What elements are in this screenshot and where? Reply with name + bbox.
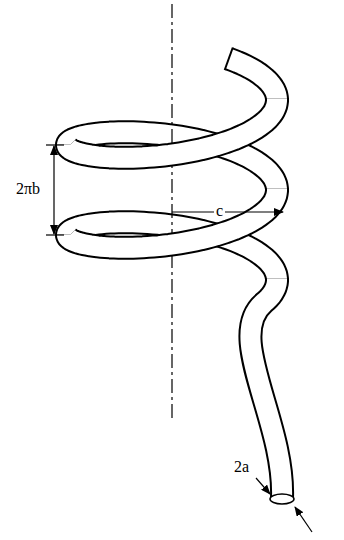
tube-body <box>229 59 277 102</box>
radius-arrow <box>172 211 283 212</box>
dimension-label: c <box>214 202 225 220</box>
tube-outline <box>67 189 277 248</box>
tube-body <box>67 189 277 248</box>
dimension-tick <box>46 234 64 235</box>
diameter-arrow <box>295 507 312 532</box>
tube-body <box>250 279 282 498</box>
tube-outline <box>67 99 277 158</box>
tube-outline <box>250 279 282 498</box>
dimension-arrow <box>53 190 54 234</box>
dimension-label: 2πb <box>14 180 42 198</box>
tube-section <box>270 494 294 504</box>
tube-outline <box>229 59 277 102</box>
tube-end <box>225 48 233 71</box>
dimension-label: 2a <box>232 458 251 476</box>
dimension-tick <box>46 144 64 145</box>
dimension-arrow <box>53 146 54 190</box>
tube-body <box>67 99 277 158</box>
diameter-arrow <box>256 478 270 494</box>
helix-front <box>67 99 294 504</box>
